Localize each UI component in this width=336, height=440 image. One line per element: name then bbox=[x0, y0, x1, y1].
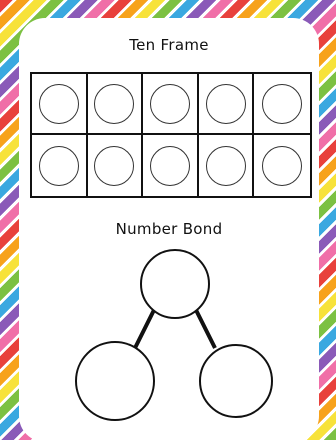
part-circle-right[interactable] bbox=[200, 345, 272, 417]
number-bond-diagram bbox=[19, 18, 319, 440]
whole-circle[interactable] bbox=[141, 250, 209, 318]
bond-connector-left bbox=[135, 310, 154, 348]
bond-connector-right bbox=[196, 310, 215, 348]
part-circle-left[interactable] bbox=[76, 342, 154, 420]
worksheet-card: Ten Frame Number Bond bbox=[19, 18, 319, 440]
